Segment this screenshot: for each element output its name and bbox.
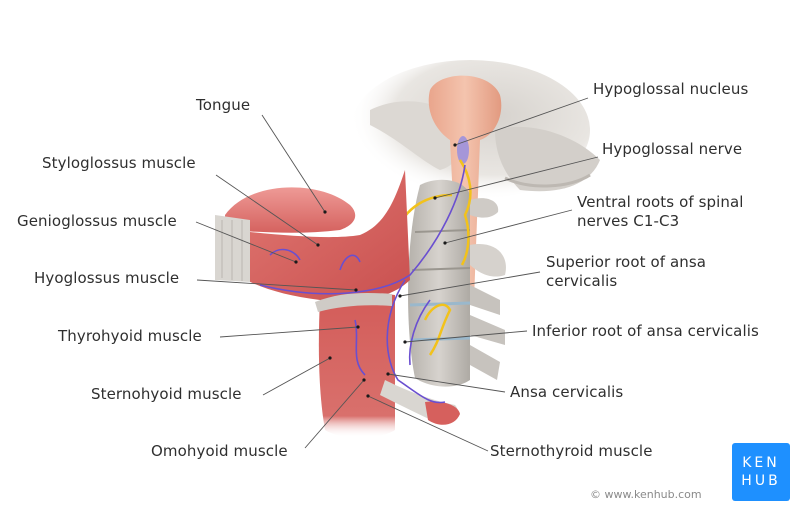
- label-hypoglossal-nucleus: Hypoglossal nucleus: [593, 80, 749, 98]
- copyright-text: © www.kenhub.com: [590, 488, 702, 501]
- label-hypoglossal-nerve: Hypoglossal nerve: [602, 140, 743, 158]
- hypoglossal-nerve-path: [259, 164, 466, 404]
- label-sternothyroid-muscle: Sternothyroid muscle: [490, 442, 653, 460]
- label-styloglossus-muscle: Styloglossus muscle: [42, 154, 196, 172]
- label-inferior-root-ansa-cervicalis: Inferior root of ansa cervicalis: [532, 322, 759, 340]
- label-genioglossus-muscle: Genioglossus muscle: [17, 212, 177, 230]
- kenhub-logo[interactable]: KEN HUB: [732, 443, 790, 501]
- leader-lines: [195, 97, 599, 452]
- label-sternohyoid-muscle: Sternohyoid muscle: [91, 385, 242, 403]
- label-ansa-cervicalis: Ansa cervicalis: [510, 383, 624, 401]
- infrahyoid-muscles: [315, 292, 460, 438]
- label-superior-root-ansa-cervicalis: Superior root of ansa cervicalis: [546, 253, 707, 290]
- tongue-muscles: [215, 170, 410, 302]
- label-omohyoid-muscle: Omohyoid muscle: [151, 442, 288, 460]
- anchor-dots: [294, 143, 457, 398]
- label-tongue: Tongue: [196, 96, 251, 114]
- cervical-vertebrae: [408, 179, 506, 387]
- label-hyoglossus-muscle: Hyoglossus muscle: [34, 269, 180, 287]
- logo-line-2: HUB: [741, 473, 781, 489]
- label-thyrohyoid-muscle: Thyrohyoid muscle: [58, 327, 202, 345]
- label-ventral-roots-c1-c3: Ventral roots of spinal nerves C1-C3: [577, 193, 744, 230]
- logo-line-1: KEN: [742, 455, 780, 471]
